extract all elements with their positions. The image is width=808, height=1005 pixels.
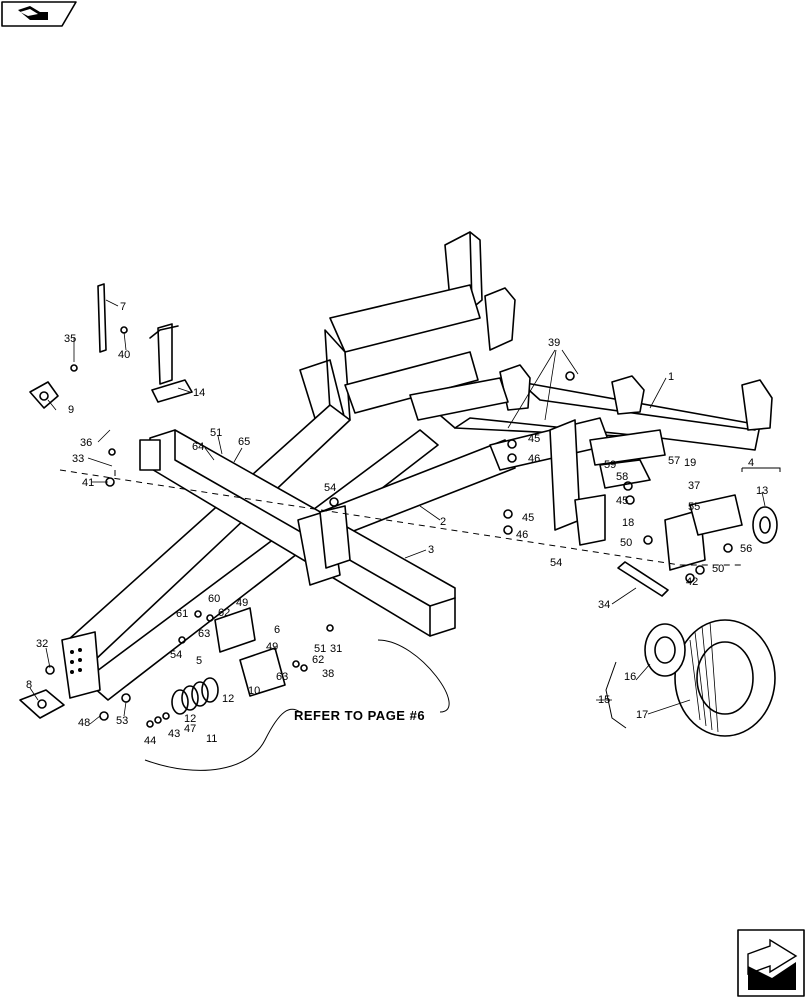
callout-45-c: 45 — [616, 495, 628, 507]
spring-assembly — [171, 607, 286, 715]
pin-rod — [97, 283, 107, 353]
callout-17: 17 — [636, 709, 648, 721]
wheel-assembly — [617, 494, 778, 737]
callout-46-b: 46 — [516, 529, 528, 541]
callout-50-b: 50 — [712, 563, 724, 575]
callout-54-a: 54 — [324, 482, 336, 494]
callout-2: 2 — [440, 516, 446, 528]
callout-34: 34 — [598, 599, 610, 611]
callout-7: 7 — [120, 301, 126, 313]
callout-43: 43 — [168, 728, 180, 740]
next-page-arrow-icon[interactable] — [737, 929, 805, 997]
callout-33: 33 — [72, 453, 84, 465]
callout-62-a: 62 — [218, 607, 230, 619]
main-frame — [61, 231, 773, 701]
callout-4: 4 — [748, 457, 754, 469]
callout-47: 47 — [184, 723, 196, 735]
callout-3: 3 — [428, 544, 434, 556]
callout-19: 19 — [684, 457, 696, 469]
callout-45-b: 45 — [522, 512, 534, 524]
callout-12-b: 12 — [184, 713, 196, 725]
callout-11: 11 — [206, 733, 217, 745]
callout-62-b: 62 — [312, 654, 324, 666]
callout-54-c: 54 — [550, 557, 562, 569]
callout-35: 35 — [64, 333, 76, 345]
callout-63-b: 63 — [276, 671, 288, 683]
callout-48: 48 — [78, 717, 90, 729]
callout-32: 32 — [36, 638, 48, 650]
jack-stand — [149, 323, 193, 403]
callout-53: 53 — [116, 715, 128, 727]
callout-57: 57 — [668, 455, 680, 467]
callout-58: 58 — [616, 471, 628, 483]
callout-49-b: 49 — [266, 641, 278, 653]
callout-56: 56 — [740, 543, 752, 555]
callout-18: 18 — [622, 517, 634, 529]
book-page-icon[interactable] — [1, 1, 77, 27]
callout-55: 55 — [688, 501, 700, 513]
callout-10: 10 — [248, 685, 260, 697]
callout-59: 59 — [604, 459, 616, 471]
callout-leaders — [29, 299, 766, 725]
callout-31: 31 — [330, 643, 342, 655]
refer-to-page-text[interactable]: REFER TO PAGE #6 — [294, 708, 425, 723]
callout-39: 39 — [548, 337, 560, 349]
callout-64: 64 — [192, 441, 204, 453]
callout-45-a: 45 — [528, 433, 540, 445]
callout-60: 60 — [208, 593, 220, 605]
callout-37: 37 — [688, 480, 700, 492]
callout-46-a: 46 — [528, 453, 540, 465]
leader-lines — [59, 467, 781, 771]
callout-16: 16 — [624, 671, 636, 683]
callout-12-a: 12 — [222, 693, 234, 705]
callout-5: 5 — [196, 655, 202, 667]
callout-38: 38 — [322, 668, 334, 680]
callout-40: 40 — [118, 349, 130, 361]
callout-36: 36 — [80, 437, 92, 449]
callout-51-a: 51 — [210, 427, 222, 439]
callout-8: 8 — [26, 679, 32, 691]
callout-14: 14 — [193, 387, 205, 399]
callout-49-a: 49 — [236, 597, 248, 609]
callout-6: 6 — [274, 624, 280, 636]
callout-1: 1 — [668, 371, 674, 383]
callout-63-a: 63 — [198, 628, 210, 640]
callout-44: 44 — [144, 735, 156, 747]
callout-65: 65 — [238, 436, 250, 448]
callout-54-b: 54 — [170, 649, 182, 661]
clevis-8 — [19, 689, 65, 719]
callout-61: 61 — [176, 608, 188, 620]
clevis-9 — [29, 381, 59, 409]
callout-13: 13 — [756, 485, 768, 497]
callout-labels: 1 2 3 4 5 6 7 8 9 10 11 12 12 13 14 15 1… — [26, 301, 768, 747]
callout-9: 9 — [68, 404, 74, 416]
callout-41: 41 — [82, 477, 94, 489]
hardware-bits — [45, 326, 733, 728]
callout-50-a: 50 — [620, 537, 632, 549]
callout-51-b: 51 — [314, 643, 326, 655]
